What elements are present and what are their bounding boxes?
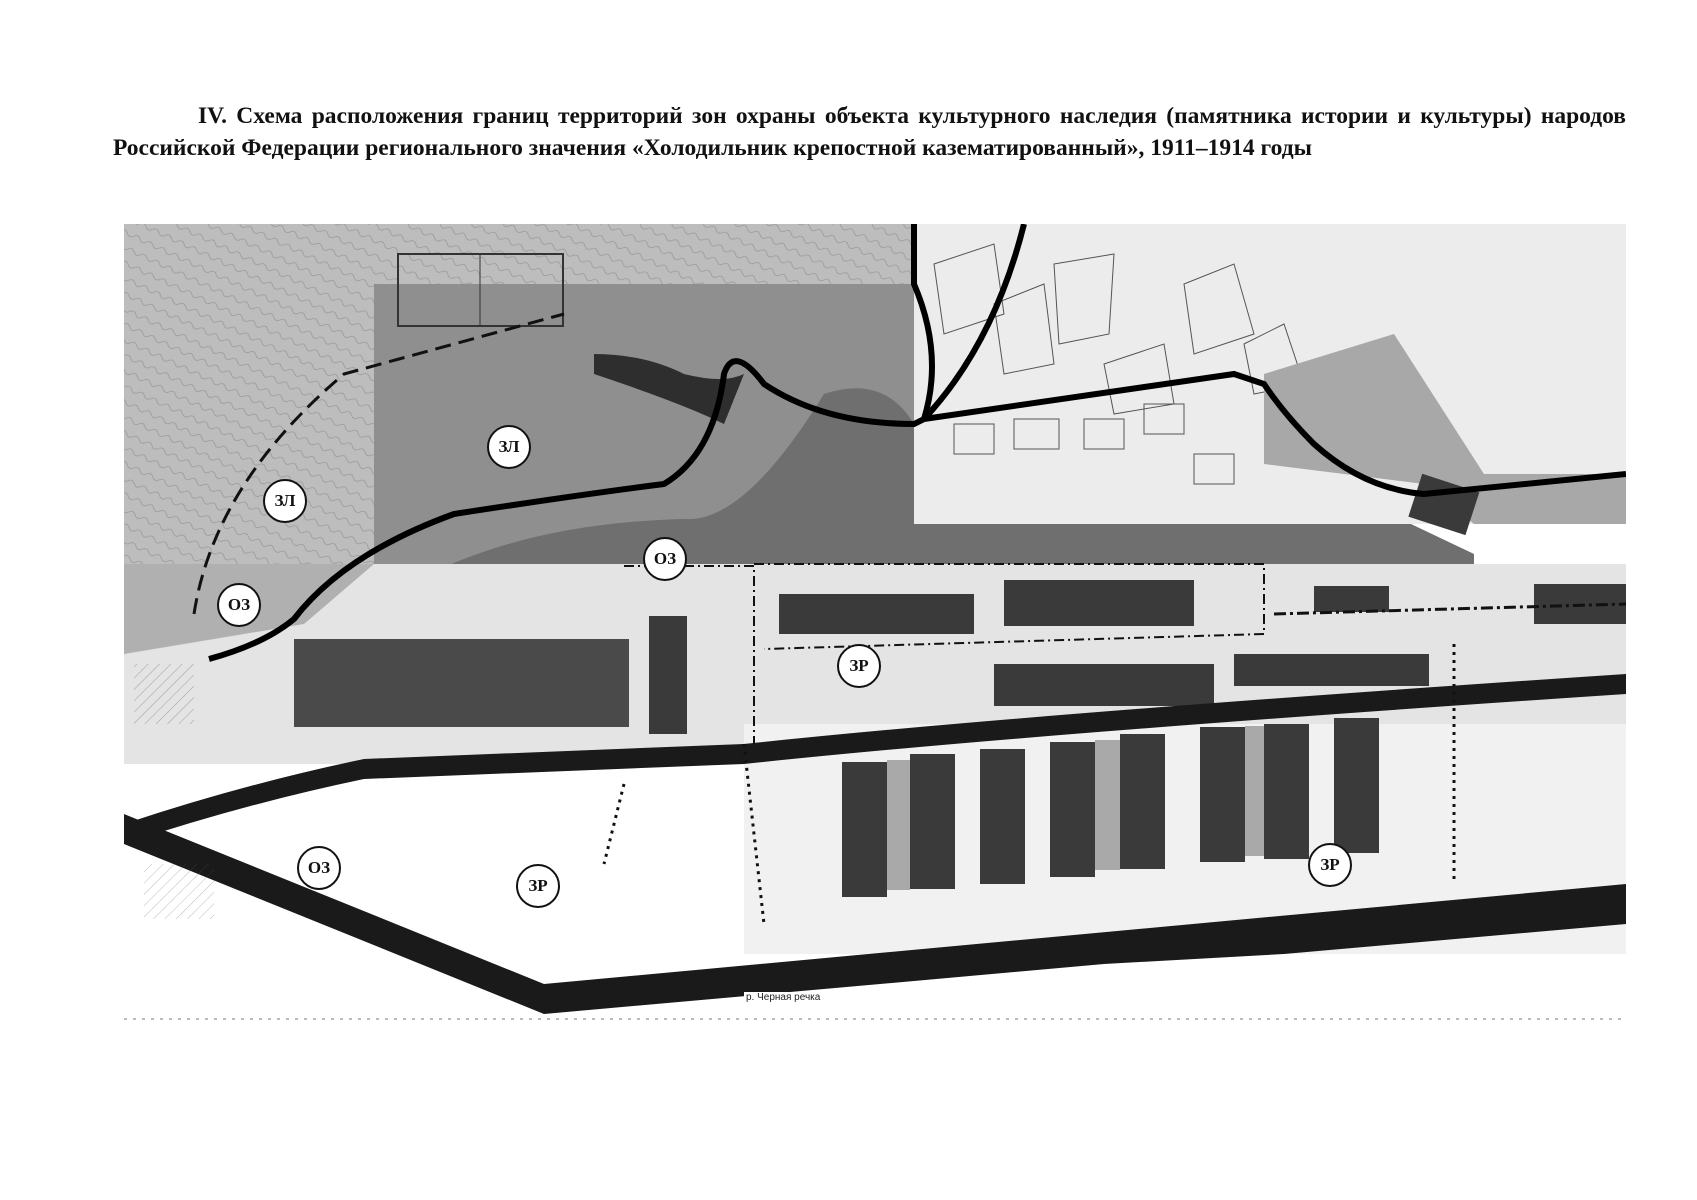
zone-marker-zr-2: ЗР: [516, 864, 560, 908]
boundary-main: [208, 224, 1626, 662]
boundary-zr-east: [1273, 602, 1626, 616]
zone-marker-oz-1: ОЗ: [643, 537, 687, 581]
building-workshop-2: [1004, 580, 1194, 626]
terrain-east: [1264, 334, 1626, 524]
zone-marker-oz-3: ОЗ: [297, 846, 341, 890]
zone-marker-oz-2: ОЗ: [217, 583, 261, 627]
zone-map: ЗЛ ЗЛ ОЗ ОЗ ОЗ ЗР ЗР ЗР р. Черная речка: [124, 224, 1626, 1100]
boundary-zr: [602, 644, 1456, 925]
building-small-1: [1314, 586, 1389, 612]
zone-marker-zr-1: ЗР: [837, 644, 881, 688]
zone-marker-zr-3: ЗР: [1308, 843, 1352, 887]
embankment-road: [124, 814, 1626, 1014]
railway: [124, 674, 1626, 844]
terrain-dark-strip: [594, 354, 744, 424]
building-workshop-4: [1234, 654, 1429, 686]
map-drawing: [124, 224, 1626, 1100]
building-casemate: [294, 639, 629, 727]
warehouse-blocks: [842, 718, 1379, 897]
building-central: [649, 616, 687, 734]
building-workshop-3: [994, 664, 1214, 706]
zone-marker-zl-2: ЗЛ: [263, 479, 307, 523]
building-workshop-1: [779, 594, 974, 634]
document-heading: IV. Схема расположения границ территорий…: [113, 103, 1626, 161]
zone-marker-zl-1: ЗЛ: [487, 425, 531, 469]
boundary-zl: [192, 312, 565, 615]
river-label: р. Черная речка: [744, 992, 823, 1003]
